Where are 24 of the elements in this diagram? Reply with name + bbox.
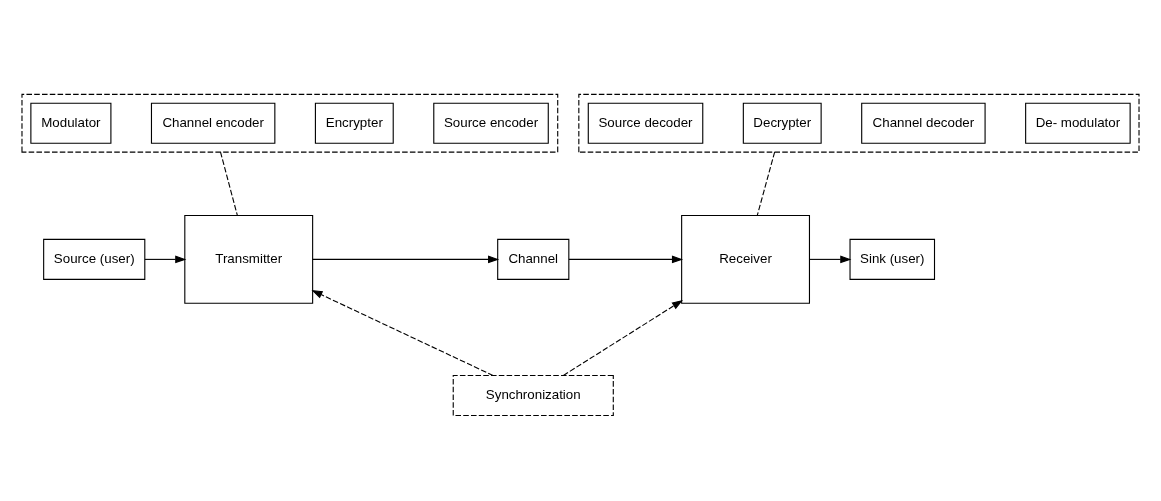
arrow <box>568 255 684 264</box>
node-box: Modulator <box>30 102 112 144</box>
arrow <box>809 255 852 264</box>
node-box: Source (user) <box>43 238 146 280</box>
node-box: Encrypter <box>314 102 394 144</box>
node-box: Decrypter <box>742 102 822 144</box>
node-box: Source decoder <box>587 102 704 144</box>
node-box: Source encoder <box>433 102 549 144</box>
arrow <box>562 299 683 376</box>
node-box: Channel encoder <box>150 102 276 144</box>
node-box: De- modulator <box>1025 102 1131 144</box>
arrow <box>311 290 494 377</box>
node-box: Transmitter <box>184 214 314 304</box>
arrow <box>312 255 500 264</box>
cluster <box>21 93 559 153</box>
node-box: Channel decoder <box>861 102 986 144</box>
connector <box>220 151 238 216</box>
node-box: Receiver <box>681 214 810 304</box>
node-box: Sink (user) <box>849 238 936 280</box>
connector <box>756 151 776 216</box>
node-box: Channel <box>497 238 570 280</box>
arrow <box>144 255 187 264</box>
cluster <box>578 93 1140 153</box>
node-box: Synchronization <box>452 375 614 417</box>
